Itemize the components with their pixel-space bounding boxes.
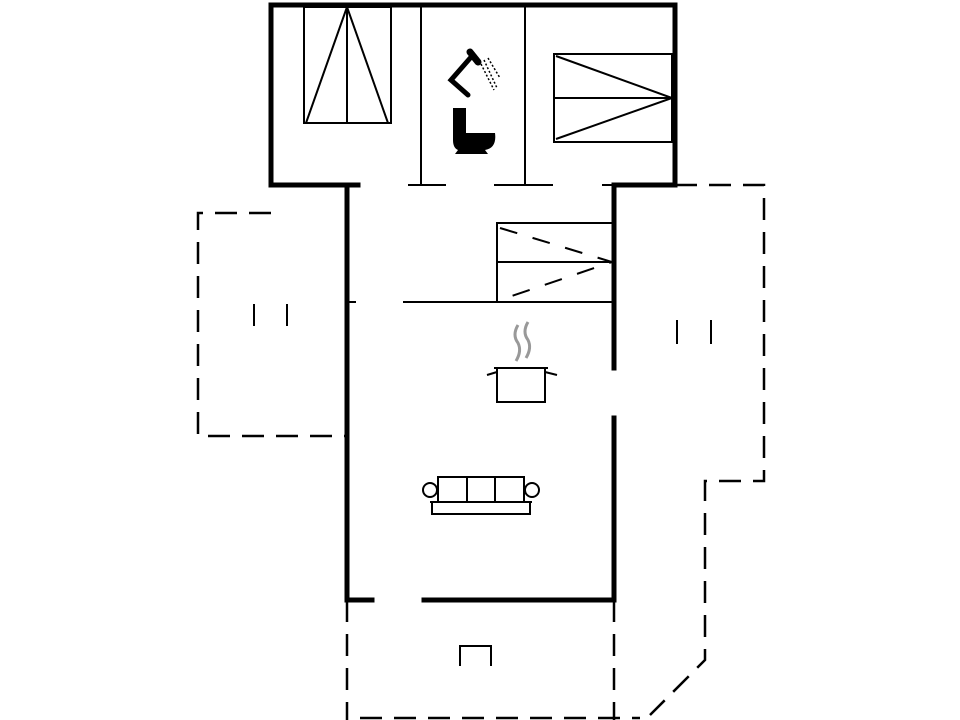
sofa-icon (422, 476, 540, 515)
bed-icon (303, 6, 392, 124)
shower-icon (447, 48, 501, 98)
toilet-icon (453, 108, 496, 154)
bed-icon (553, 53, 675, 143)
cooking-pot-icon (486, 321, 558, 403)
terrace-outlines (196, 183, 766, 720)
stairs-icon (496, 222, 616, 303)
